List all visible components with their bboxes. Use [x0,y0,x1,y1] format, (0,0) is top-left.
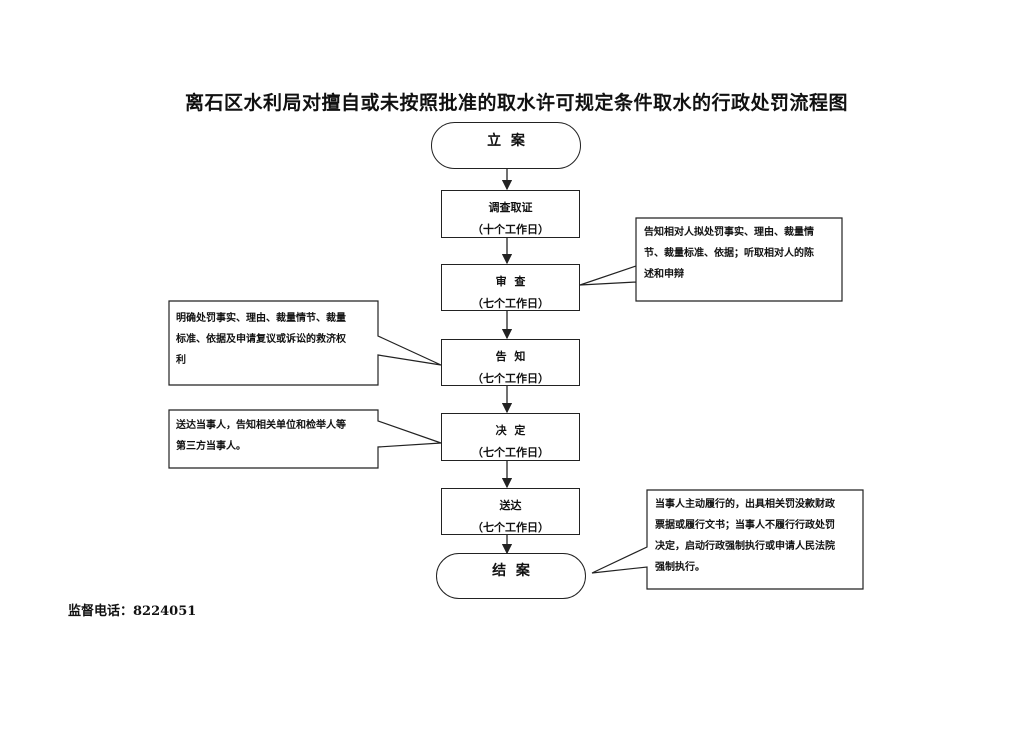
step-notify-days: （七个工作日） [472,372,549,385]
step-deliver-days: （七个工作日） [472,521,549,534]
note-decide-line: 送达当事人，告知相关单位和检举人等 [176,420,346,431]
step-review: 审 查 （七个工作日） [441,264,580,311]
step-notify: 告 知 （七个工作日） [441,339,580,386]
step-investigate: 调查取证 （十个工作日） [441,190,580,238]
note-end-line: 票据或履行文书；当事人不履行行政处罚 [655,520,835,531]
note-review-line: 告知相对人拟处罚事实、理由、裁量情 [644,227,814,238]
note-end-line: 当事人主动履行的，出具相关罚没款财政 [655,499,835,510]
callout-review-outline [579,217,843,302]
start-node: 立 案 [431,122,581,169]
note-review-line: 节、裁量标准、依据；听取相对人的陈 [644,248,814,259]
step-deliver-label: 送达 [499,499,522,512]
step-deliver: 送达 （七个工作日） [441,488,580,535]
supervision-phone: 监督电话：8224051 [68,604,197,619]
note-decide-line: 第三方当事人。 [176,441,246,452]
note-end-line: 决定，启动行政强制执行或申请人民法院 [655,541,835,552]
note-notify-line: 标准、依据及申请复议或诉讼的救济权 [176,334,346,345]
end-node: 结 案 [436,553,586,599]
end-node-label: 结 案 [492,563,530,579]
note-decide: 送达当事人，告知相关单位和检举人等 第三方当事人。 [176,415,346,457]
note-notify-line: 利 [176,355,186,366]
note-notify-line: 明确处罚事实、理由、裁量情节、裁量 [176,313,346,324]
page-title: 离石区水利局对擅自或未按照批准的取水许可规定条件取水的行政处罚流程图 [184,92,848,114]
note-review: 告知相对人拟处罚事实、理由、裁量情 节、裁量标准、依据；听取相对人的陈 述和申辩 [644,222,814,285]
step-investigate-days: （十个工作日） [472,223,549,236]
callout-decide-outline [168,409,442,469]
step-decide-days: （七个工作日） [472,446,549,459]
step-decide-label: 决 定 [495,424,526,437]
step-decide: 决 定 （七个工作日） [441,413,580,461]
step-review-label: 审 查 [495,275,526,288]
note-end-line: 强制执行。 [655,562,705,573]
step-notify-label: 告 知 [495,350,526,363]
step-review-days: （七个工作日） [472,297,549,310]
callout-notify-outline [168,300,442,386]
callout-end-outline [591,489,864,590]
start-node-label: 立 案 [487,133,525,149]
note-notify: 明确处罚事实、理由、裁量情节、裁量 标准、依据及申请复议或诉讼的救济权 利 [176,308,346,371]
note-end: 当事人主动履行的，出具相关罚没款财政 票据或履行文书；当事人不履行行政处罚 决定… [655,494,835,578]
step-investigate-label: 调查取证 [488,201,533,214]
note-review-line: 述和申辩 [644,269,684,280]
